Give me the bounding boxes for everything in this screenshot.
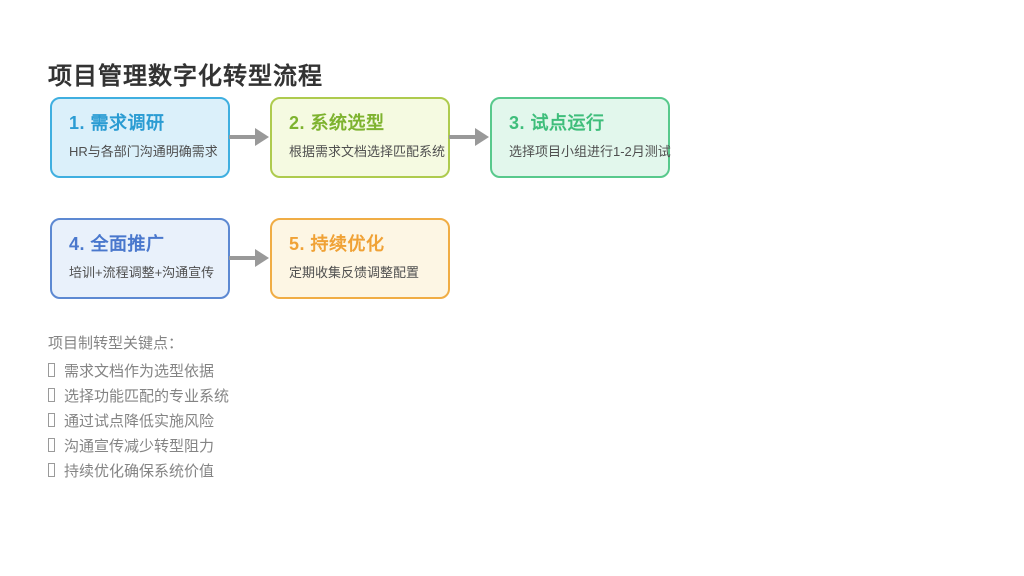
key-point-item: 持续优化确保系统价值 xyxy=(48,459,229,484)
flow-step-2: 2. 系统选型 根据需求文档选择匹配系统 xyxy=(270,97,450,178)
flow-step-5: 5. 持续优化 定期收集反馈调整配置 xyxy=(270,218,450,299)
arrow-right-icon xyxy=(229,128,269,146)
missing-glyph-bullet-icon xyxy=(48,438,55,452)
flow-step-4-title: 4. 全面推广 xyxy=(69,234,165,254)
missing-glyph-bullet-icon xyxy=(48,363,55,377)
missing-glyph-bullet-icon xyxy=(48,388,55,402)
flow-step-4-desc: 培训+流程调整+沟通宣传 xyxy=(69,265,215,280)
key-point-text: 需求文档作为选型依据 xyxy=(64,363,215,380)
flow-step-3-title: 3. 试点运行 xyxy=(509,113,605,133)
arrow-right-icon xyxy=(229,249,269,267)
missing-glyph-bullet-icon xyxy=(48,413,55,427)
arrow-head xyxy=(255,128,269,146)
flow-step-1: 1. 需求调研 HR与各部门沟通明确需求 xyxy=(50,97,230,178)
arrow-head xyxy=(255,249,269,267)
arrow-right-icon xyxy=(449,128,489,146)
key-points-section: 项目制转型关键点： 需求文档作为选型依据 选择功能匹配的专业系统 通过试点降低实… xyxy=(48,333,229,484)
key-point-text: 持续优化确保系统价值 xyxy=(64,463,215,480)
flow-step-2-title: 2. 系统选型 xyxy=(289,113,385,133)
arrow-head xyxy=(475,128,489,146)
key-point-item: 沟通宣传减少转型阻力 xyxy=(48,434,229,459)
key-point-text: 通过试点降低实施风险 xyxy=(64,413,215,430)
key-point-text: 沟通宣传减少转型阻力 xyxy=(64,438,215,455)
key-point-item: 通过试点降低实施风险 xyxy=(48,409,229,434)
flow-step-5-title: 5. 持续优化 xyxy=(289,234,385,254)
missing-glyph-bullet-icon xyxy=(48,463,55,477)
arrow-line xyxy=(449,135,476,139)
flow-step-3-desc: 选择项目小组进行1-2月测试 xyxy=(509,144,671,159)
flow-step-1-desc: HR与各部门沟通明确需求 xyxy=(69,144,218,159)
flow-step-2-desc: 根据需求文档选择匹配系统 xyxy=(289,144,446,159)
key-point-item: 选择功能匹配的专业系统 xyxy=(48,384,229,409)
flow-step-3: 3. 试点运行 选择项目小组进行1-2月测试 xyxy=(490,97,671,178)
flow-step-5-desc: 定期收集反馈调整配置 xyxy=(289,265,420,280)
page-title: 项目管理数字化转型流程 xyxy=(48,63,323,90)
arrow-line xyxy=(229,135,256,139)
flow-step-1-title: 1. 需求调研 xyxy=(69,113,165,133)
key-point-text: 选择功能匹配的专业系统 xyxy=(64,388,230,405)
arrow-line xyxy=(229,256,256,260)
flow-step-4: 4. 全面推广 培训+流程调整+沟通宣传 xyxy=(50,218,230,299)
key-point-item: 需求文档作为选型依据 xyxy=(48,359,229,384)
key-points-header: 项目制转型关键点： xyxy=(48,335,184,352)
